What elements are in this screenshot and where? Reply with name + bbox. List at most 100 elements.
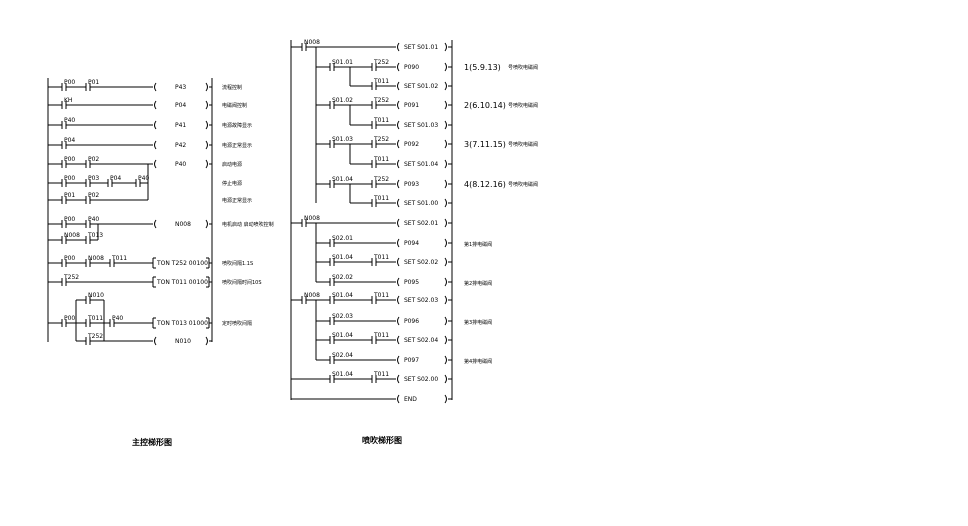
coil-label: P092 [404,141,419,148]
coil-label: P42 [175,142,186,149]
contact-label: P00 [64,315,75,322]
coil-label: SET S02.02 [404,259,438,266]
contact-label: N008 [88,255,104,262]
coil-left [397,355,400,365]
coil-right [444,198,447,208]
coil-label: P091 [404,102,419,109]
contact-label: T252 [63,274,79,281]
coil-label: N010 [175,338,191,345]
contact-label: T252 [373,97,389,104]
coil-right [205,140,208,150]
coil-right [444,257,447,267]
coil-right [444,62,447,72]
coil-right [444,277,447,287]
coil-right [205,100,208,110]
coil-label: END [404,396,417,403]
contact-label: T252 [373,59,389,66]
rung-comment: 3(7.11.15) [464,140,506,149]
coil-right [444,218,447,228]
coil-label: TON T252 00100 [156,260,208,267]
coil-label: SET S02.01 [404,220,438,227]
coil-label: P097 [404,357,419,364]
rung-comment: 1(5.9.13) [464,63,501,72]
rung-note: 号喷吹电磁阀 [508,102,538,109]
coil-right [444,120,447,130]
contact-label: N008 [304,215,320,222]
contact-label: T011 [87,315,103,322]
coil-label: P41 [175,122,186,129]
coil-left [397,81,400,91]
rung-comment: 喷吹间隔时间10S [222,279,262,286]
coil-label: P04 [175,102,186,109]
contact-label: T011 [373,292,389,299]
contact-label: T011 [373,371,389,378]
coil-label: P40 [175,161,186,168]
contact-label: T252 [373,136,389,143]
coil-left [154,140,157,150]
coil-right [444,179,447,189]
contact-label: T011 [373,156,389,163]
coil-left [397,120,400,130]
rung-comment: 喷吹间隔1.1S [222,260,253,267]
contact-label: T011 [373,117,389,124]
contact-label: KH [64,97,72,104]
rung-comment: 电机启动 启动喷吹控制 [222,221,274,228]
coil-left [397,179,400,189]
coil-label: P093 [404,181,419,188]
contact-label: S01.03 [332,136,353,143]
contact-label: P04 [64,137,75,144]
coil-left [397,159,400,169]
contact-label: P00 [64,156,75,163]
coil-left [154,100,157,110]
coil-right [444,374,447,384]
contact-label: P00 [64,175,75,182]
coil-right [205,159,208,169]
contact-label: P40 [112,315,123,322]
contact-label: S01.04 [332,332,353,339]
coil-left [397,62,400,72]
contact-label: T013 [87,232,103,239]
coil-label: P094 [404,240,419,247]
coil-label: TON T013 01000 [156,320,208,327]
contact-label: T011 [373,195,389,202]
coil-left [154,336,157,346]
coil-left [397,316,400,326]
coil-right [444,139,447,149]
coil-left [397,238,400,248]
coil-right [444,394,447,404]
rung-comment: 第2排电磁阀 [464,280,492,287]
contact-label: T252 [87,333,103,340]
coil-left [154,120,157,130]
coil-label: P096 [404,318,419,325]
coil-label: P095 [404,279,419,286]
rung-comment: 电源正常显示 [222,142,252,149]
coil-left [397,277,400,287]
coil-right [444,238,447,248]
coil-label: SET S01.04 [404,161,438,168]
contact-label: S02.04 [332,352,353,359]
coil-left [397,295,400,305]
coil-left [397,374,400,384]
coil-left [397,139,400,149]
contact-label: P40 [64,117,75,124]
rung-comment: 2(6.10.14) [464,101,506,110]
contact-label: P00 [64,255,75,262]
coil-right [444,42,447,52]
rung-comment: 电源正常显示 [222,197,252,204]
contact-label: P01 [88,79,99,86]
contact-label: P40 [88,216,99,223]
left-caption: 主控梯形图 [132,437,172,447]
rung-comment: 第4排电磁阀 [464,358,492,365]
contact-label: S02.01 [332,235,353,242]
contact-label: N008 [304,292,320,299]
coil-left [397,257,400,267]
coil-label: SET S02.03 [404,297,438,304]
rung-comment: 停止电源 [222,180,242,187]
coil-label: P43 [175,84,186,91]
contact-label: S01.01 [332,59,353,66]
coil-label: SET S01.02 [404,83,438,90]
contact-label: S01.02 [332,97,353,104]
rung-comment: 定时喷吹间隔 [222,320,252,327]
coil-right [444,100,447,110]
